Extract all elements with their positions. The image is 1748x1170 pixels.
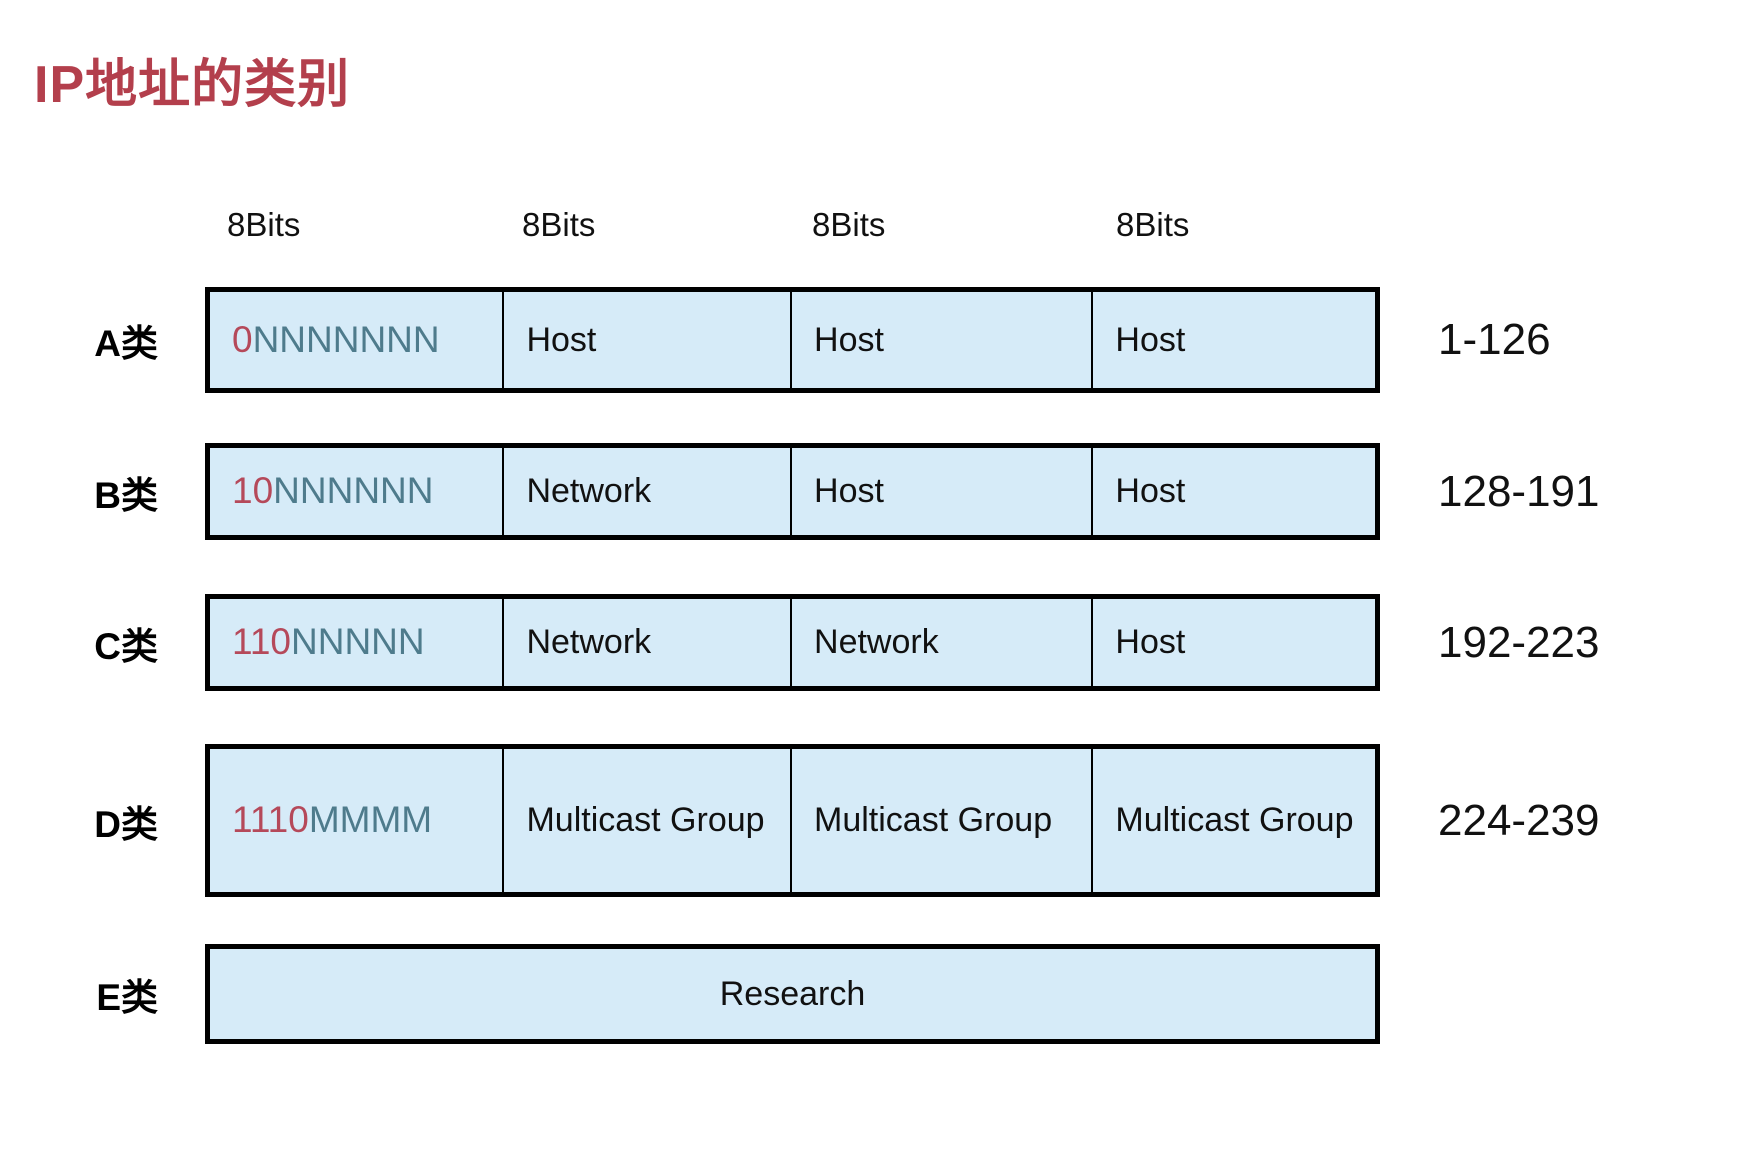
- class-e-row: Research: [205, 944, 1380, 1044]
- bits-header-row: 8Bits 8Bits 8Bits 8Bits: [205, 206, 1380, 244]
- class-e-label: E类: [96, 977, 158, 1018]
- class-b-octet4-cell: Host: [1091, 448, 1375, 535]
- class-d-bits-prefix: 1110: [232, 799, 309, 841]
- class-a-octet2-cell: Host: [502, 292, 790, 388]
- class-b-label: B类: [94, 474, 158, 516]
- page-title: IP地址的类别: [34, 56, 351, 114]
- class-c-octet4-cell: Host: [1091, 599, 1375, 686]
- class-d-octet4-cell: Multicast Group: [1091, 749, 1375, 892]
- class-e-research-cell: Research: [719, 974, 866, 1013]
- class-c-bits-suffix: NNNNN: [291, 621, 425, 663]
- class-a-octet4-cell: Host: [1091, 292, 1375, 388]
- bits-header-label: 8Bits: [812, 206, 886, 243]
- bits-header-label: 8Bits: [1116, 206, 1190, 243]
- class-c-range: 192-223: [1438, 617, 1600, 667]
- class-c-octet2-cell: Network: [502, 599, 790, 686]
- class-a-label: A类: [94, 323, 158, 364]
- class-c-octet3-cell: Network: [790, 599, 1091, 686]
- bits-header-label: 8Bits: [522, 206, 596, 243]
- class-c-bits-prefix: 110: [232, 621, 291, 663]
- class-d-octet2-cell: Multicast Group: [502, 749, 790, 892]
- class-c-label: C类: [94, 625, 158, 667]
- class-a-bits-suffix: NNNNNNN: [252, 318, 440, 360]
- class-a-octet3-cell: Host: [790, 292, 1091, 388]
- class-d-bits-suffix: MMMM: [308, 799, 433, 841]
- class-a-bits-prefix: 0: [232, 318, 253, 360]
- bits-header-label: 8Bits: [227, 206, 301, 243]
- class-b-range: 128-191: [1438, 466, 1600, 516]
- class-a-range: 1-126: [1438, 315, 1551, 364]
- class-b-octet2-cell: Network: [502, 448, 790, 535]
- class-d-range: 224-239: [1438, 795, 1600, 845]
- class-b-bits-suffix: NNNNNN: [273, 470, 434, 512]
- class-b-octet3-cell: Host: [790, 448, 1091, 535]
- class-b-bits-prefix: 10: [232, 470, 274, 512]
- class-d-label: D类: [94, 803, 158, 845]
- class-d-octet3-cell: Multicast Group: [790, 749, 1091, 892]
